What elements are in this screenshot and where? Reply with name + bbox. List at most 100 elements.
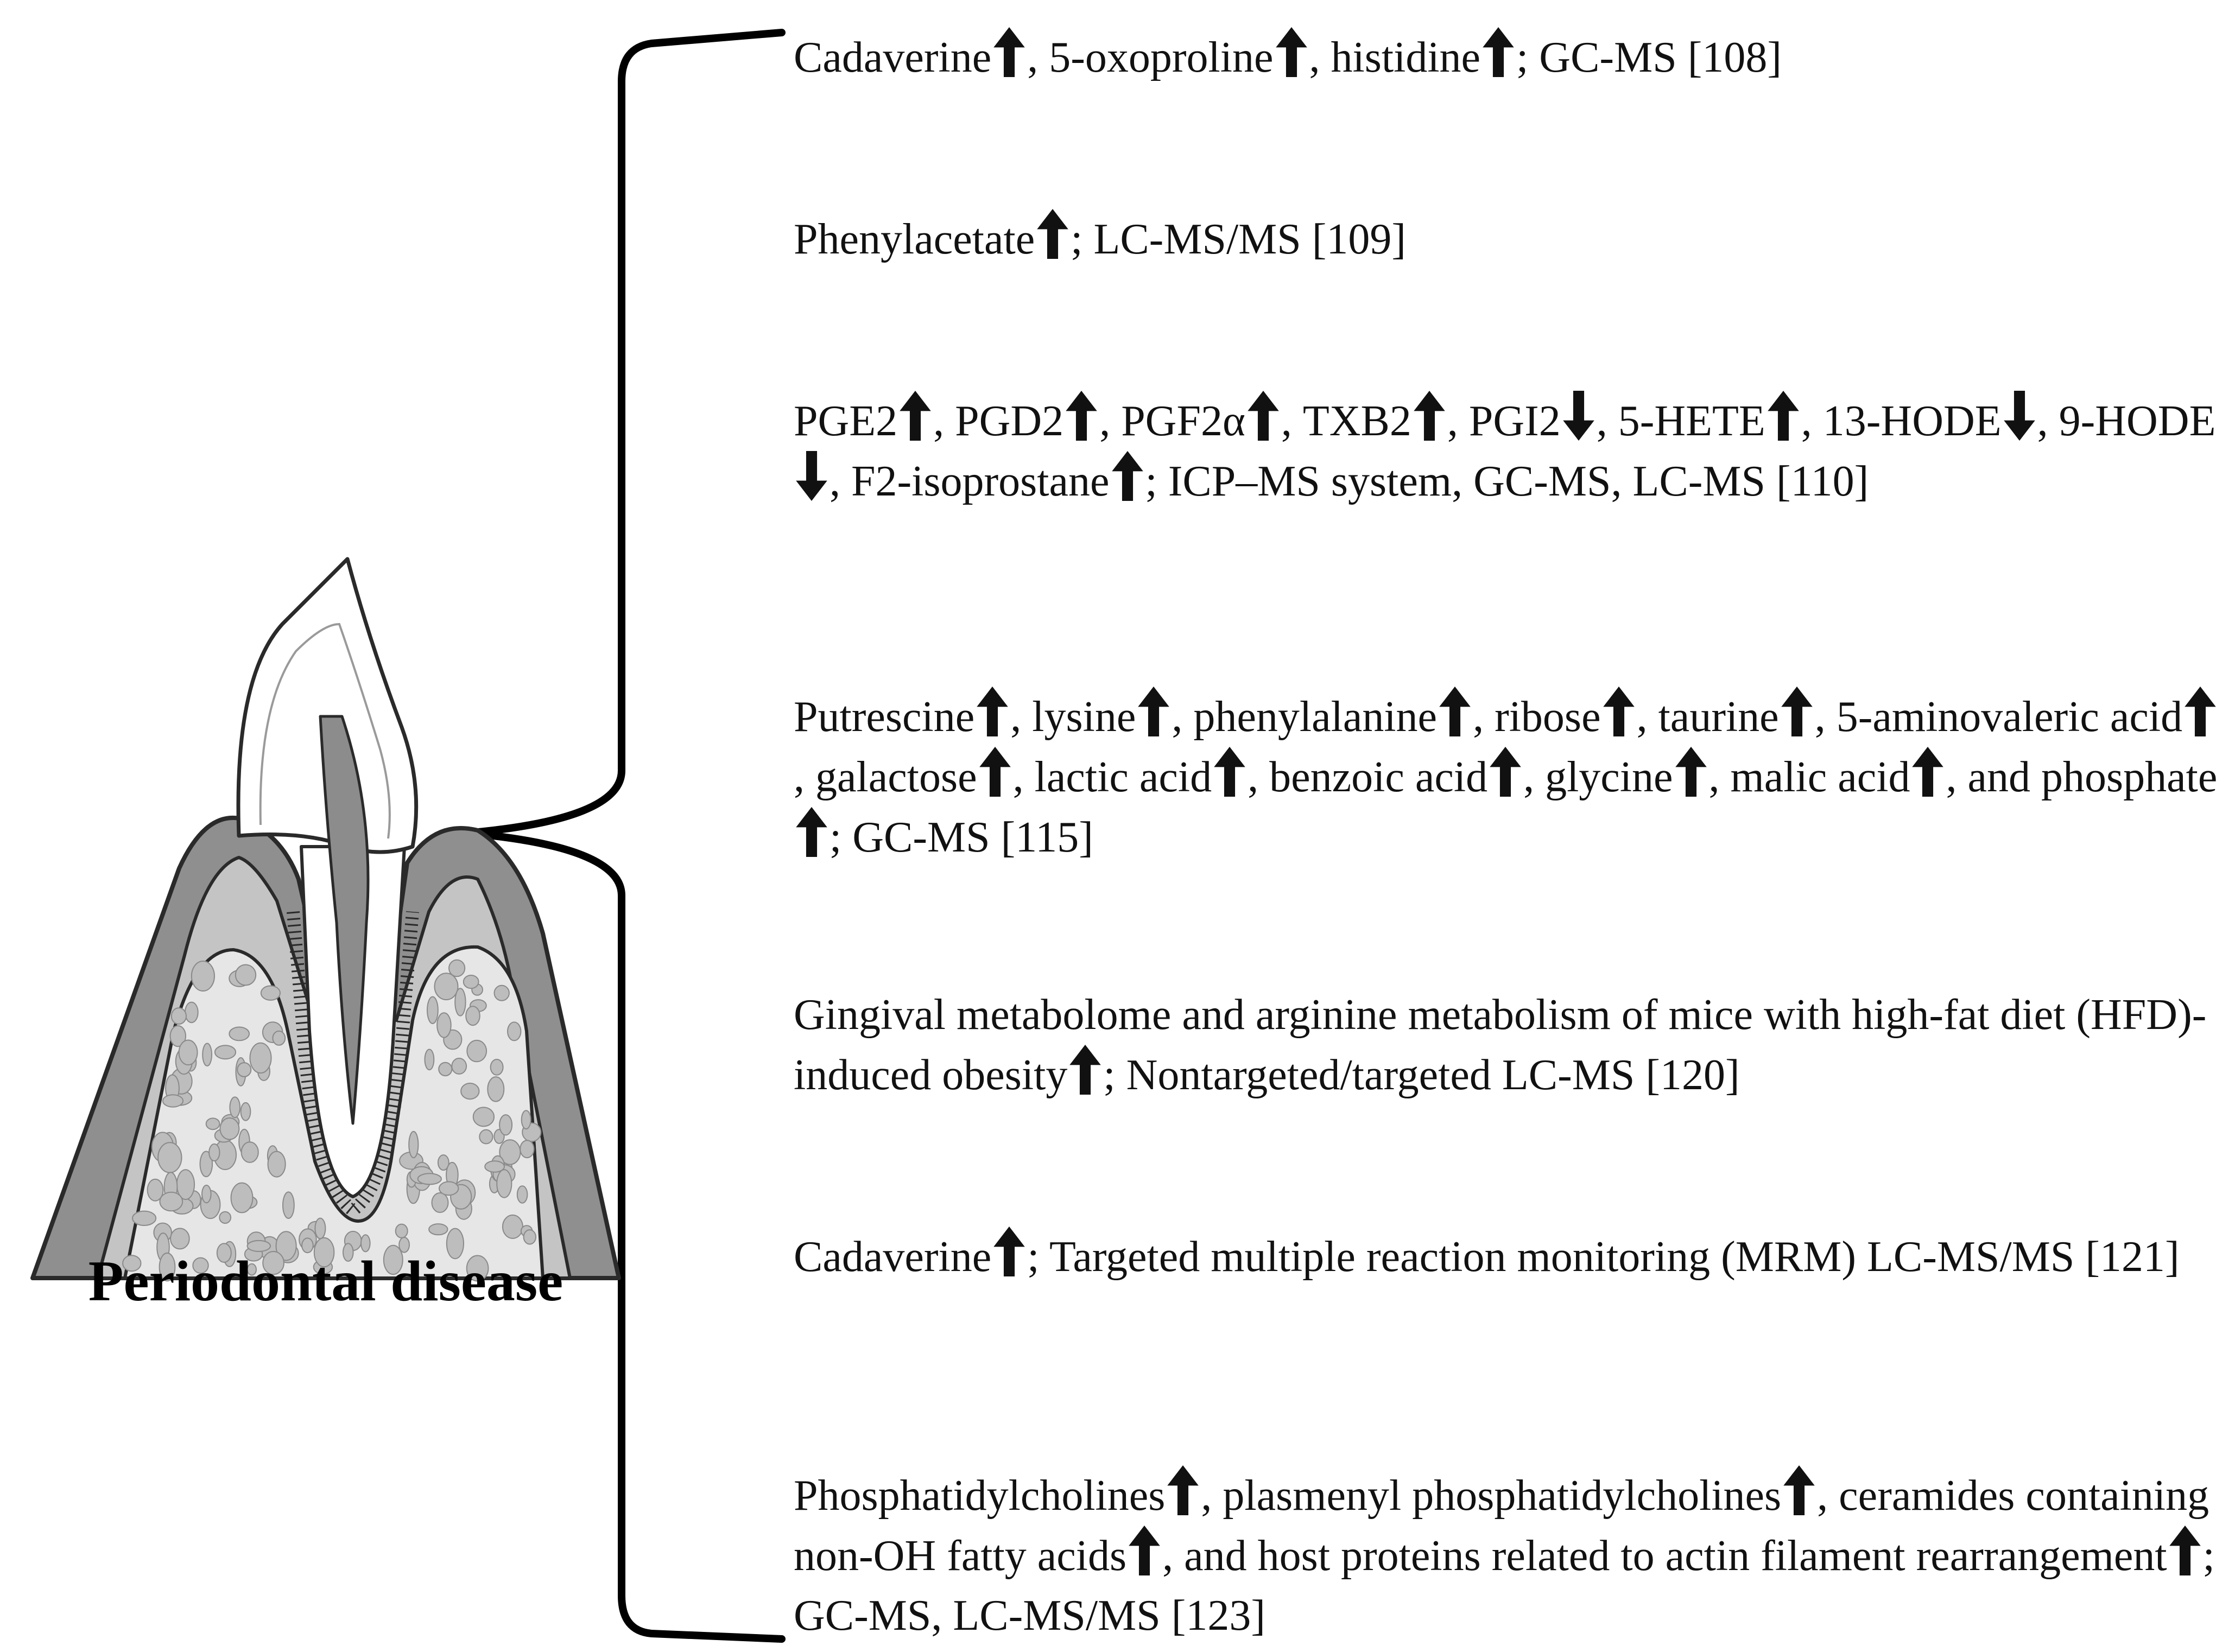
entry-text: , and host proteins related to actin fil… [1162,1532,2167,1580]
entry-text: , and phosphate [1946,753,2218,801]
bone-pore [246,1263,257,1276]
up-arrow-icon [2169,1526,2201,1575]
bone-pore [479,1129,493,1145]
diagram-label: Periodontal disease [88,1249,564,1313]
bone-pore [202,1043,213,1067]
entry-text: , 13-HODE [1801,397,2002,445]
bone-pore [490,1059,504,1076]
bone-pore [428,1223,448,1236]
bone-pore [301,1237,314,1254]
bone-pore [460,1083,480,1100]
bone-pore [235,964,257,986]
enamel-line [259,622,391,839]
entry-text: , phenylalanine [1172,693,1438,741]
bone-pore [466,1039,487,1063]
bone-pore [521,1110,531,1130]
bone-pore [229,1096,241,1119]
bone-pore [122,1255,142,1272]
metabolite-entry-6: Cadaverine; Targeted multiple reaction m… [794,1227,2227,1287]
bone-pore [169,1025,186,1047]
bone-pore [205,1117,220,1130]
bone-pore [230,1182,254,1213]
bone-pore [446,1228,465,1260]
up-arrow-icon [1066,391,1097,441]
entry-text: ; ICP–MS system, GC-MS, LC-MS [110] [1145,458,1869,505]
bone-pore [282,1191,295,1219]
bone-pore [260,985,281,1001]
bone-pore [159,1191,183,1212]
up-arrow-icon [993,1227,1025,1276]
bone-pore [132,1210,157,1227]
bone-pore [417,1173,442,1185]
bone-pore [436,1012,452,1038]
up-arrow-icon [900,391,931,441]
entry-text: , TXB2 [1281,397,1411,445]
bone-pore [178,1039,198,1066]
bone-pore [431,1192,449,1213]
up-arrow-icon [1248,391,1279,441]
bone-pore [360,1234,371,1253]
up-arrow-icon [993,27,1025,77]
bone-pore [507,1021,522,1041]
entry-text: , histidine [1309,34,1481,81]
bone-pores [122,959,542,1282]
bone-pore [520,1140,535,1159]
entry-text: , PGI2 [1447,397,1561,445]
bone-pore [237,1062,252,1077]
entry-text: ; Nontargeted/targeted LC-MS [120] [1103,1051,1740,1099]
bone-pore [246,1240,271,1252]
bone-pore [267,1151,286,1178]
bone-pore [451,1058,467,1075]
entry-text: , ribose [1473,693,1601,741]
bone-pore [272,1030,286,1046]
up-arrow-icon [1912,747,1944,797]
entry-text: ; Targeted multiple reaction monitoring … [1027,1233,2180,1281]
up-arrow-icon [1603,687,1635,736]
up-arrow-icon [1037,209,1068,259]
bone-pore [466,1255,489,1282]
metabolite-entry-3: PGE2, PGD2, PGF2α, TXB2, PGI2, 5-HETE, 1… [794,391,2227,511]
bone-pore [493,984,510,1001]
bone-pore [437,1154,449,1171]
bone-pore [438,1062,453,1077]
bone-pore [516,1185,528,1204]
bone-pore [159,1252,176,1282]
down-arrow-icon [796,451,827,501]
down-arrow-icon [2003,391,2035,441]
bone-pore [343,1243,354,1262]
bone-pore [313,1237,335,1268]
up-arrow-icon [1138,687,1170,736]
up-arrow-icon [1414,391,1445,441]
bone-pore [487,1076,505,1102]
bone-pore [465,1006,480,1026]
bone-pore [523,1229,536,1245]
entry-text: , glycine [1523,753,1673,801]
bone-pore [249,1042,272,1074]
entry-text: Putrescine [794,693,975,741]
bone-pore [208,1143,220,1162]
periodontal-tooth-illustration [30,557,621,1282]
bone-pore [191,961,215,992]
bracket [463,29,786,1643]
up-arrow-icon [1768,391,1799,441]
entry-text: Cadaverine [794,34,992,81]
entry-text: ; GC-MS [108] [1516,34,1782,81]
entry-text: ; GC-MS [115] [830,814,1093,861]
bone-pore [216,1243,232,1263]
entry-text: , galactose [794,753,977,801]
bone-pore [502,1214,523,1239]
bone-pore [214,1045,237,1060]
metabolite-entry-1: Cadaverine, 5-oxoproline, histidine; GC-… [794,27,2227,87]
bone-pore [147,1178,164,1202]
metabolite-entry-7: Phosphatidylcholines, plasmenyl phosphat… [794,1465,2227,1645]
up-arrow-icon [1783,1465,1815,1515]
entry-text: Phenylacetate [794,215,1035,263]
bone-pore [240,1141,259,1163]
bone-pore [499,1114,513,1136]
bone-pore [496,1169,512,1198]
entry-text: , lactic acid [1012,753,1212,801]
entry-text: , benzoic acid [1248,753,1488,801]
up-arrow-icon [1483,27,1514,77]
bone-pore [463,975,479,989]
